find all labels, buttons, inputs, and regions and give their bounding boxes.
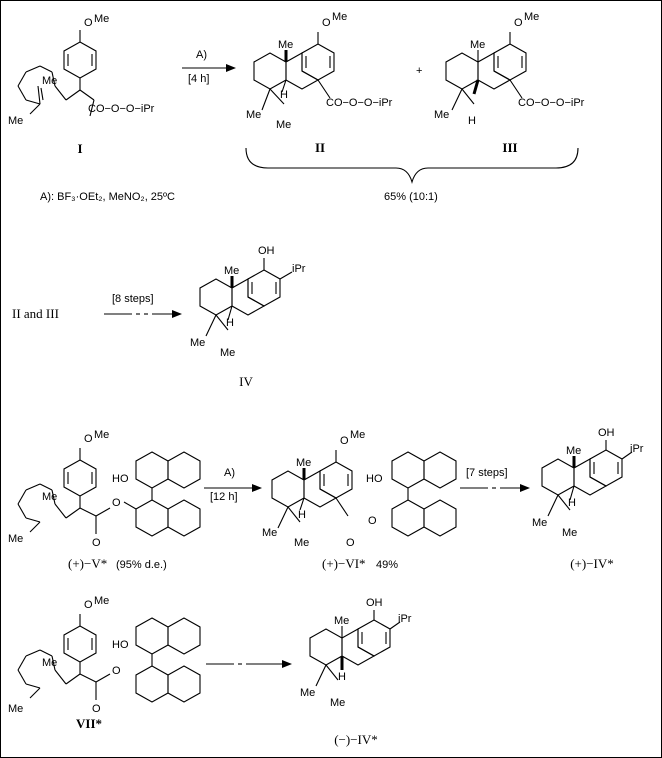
reagent-tag-1: A) — [196, 49, 207, 61]
methoxy-O: O — [340, 435, 349, 447]
methyl-label: Me — [562, 527, 577, 539]
hydrogen-label: H — [338, 671, 346, 683]
methyl-label: Me — [8, 115, 23, 127]
steps-7: [7 steps] — [466, 467, 508, 479]
compound-I-label: I — [77, 141, 82, 156]
compound-VI-yield: 49% — [376, 559, 398, 571]
hydroxy-label: HO — [112, 473, 129, 485]
methoxy-O: O — [84, 599, 93, 611]
compound-II-label: II — [315, 140, 325, 155]
compound-I — [17, 30, 97, 117]
hydrogen-label: H — [226, 317, 234, 329]
plus-sign: + — [416, 65, 422, 77]
arrow-head — [226, 64, 236, 72]
carbonyl-oxygen: O — [92, 703, 101, 715]
hydroxyl-label: OH — [366, 597, 383, 609]
methoxy-O: O — [84, 17, 93, 29]
compounds-II-III-text: II and III — [12, 306, 59, 321]
compound-III-label: III — [502, 140, 517, 155]
compound-minus-IV — [309, 610, 401, 687]
methyl-label: Me — [8, 703, 23, 715]
isopropyl-label: iPr — [292, 263, 306, 275]
methyl-label: Me — [300, 687, 315, 699]
methoxy-Me: Me — [350, 429, 365, 441]
time-1: [4 h] — [188, 73, 209, 85]
compound-III — [445, 32, 527, 111]
compound-V — [17, 448, 201, 537]
methyl-label: Me — [42, 491, 57, 503]
ester-label: CO−O−O−iPr — [88, 103, 155, 115]
methoxy-Me: Me — [94, 13, 109, 25]
hydrogen-label: H — [298, 509, 306, 521]
methyl-label: Me — [8, 533, 23, 545]
compound-VI — [271, 450, 457, 537]
methyl-label: Me — [278, 39, 293, 51]
methoxy-Me: Me — [94, 595, 109, 607]
ester-label: CO−O−O−iPr — [326, 97, 393, 109]
methyl-label: Me — [224, 265, 239, 277]
compound-VII-label: VII* — [76, 716, 102, 731]
compound-VII — [17, 614, 201, 703]
methoxy-O: O — [84, 433, 93, 445]
compound-plus-IV-label: (+)−IV* — [570, 556, 614, 571]
methoxy-O: O — [514, 17, 523, 29]
arrow-head — [520, 484, 530, 492]
methyl-label: Me — [190, 337, 205, 349]
hydrogen-label: H — [280, 89, 288, 101]
methyl-label: Me — [220, 347, 235, 359]
methyl-label: Me — [246, 109, 261, 121]
product-brace — [245, 147, 579, 184]
compound-plus-IV — [541, 440, 633, 517]
arrow-head — [282, 660, 292, 668]
compound-minus-IV-label: (−)−IV* — [334, 732, 378, 747]
hydroxyl-label: OH — [258, 245, 275, 257]
isopropyl-label: iPr — [630, 443, 644, 455]
carbonyl-oxygen: O — [346, 537, 355, 549]
compound-V-note: (95% d.e.) — [116, 559, 167, 571]
methyl-label: Me — [262, 527, 277, 539]
isopropyl-label: iPr — [398, 613, 412, 625]
hydrogen-label: H — [468, 115, 476, 127]
reagent-tag-3: A) — [224, 467, 235, 479]
methyl-label: Me — [334, 615, 349, 627]
ester-oxygen: O — [368, 515, 377, 527]
hydroxyl-label: OH — [598, 427, 615, 439]
carbonyl-oxygen: O — [92, 537, 101, 549]
hydroxy-label: HO — [112, 639, 129, 651]
ester-oxygen: O — [112, 497, 121, 509]
methyl-label: Me — [42, 75, 57, 87]
methyl-label: Me — [42, 657, 57, 669]
yield-text: 65% (10:1) — [384, 191, 438, 203]
methyl-label: Me — [532, 517, 547, 529]
compound-V-label: (+)−V* — [68, 556, 107, 571]
arrow-head — [252, 484, 262, 492]
steps-8: [8 steps] — [112, 293, 154, 305]
time-3: [12 h] — [210, 491, 238, 503]
ester-label: CO−O−O−iPr — [518, 97, 585, 109]
methyl-label: Me — [294, 537, 309, 549]
compound-VI-label: (+)−VI* — [322, 556, 366, 571]
methoxy-Me: Me — [524, 11, 539, 23]
compound-IV-label: IV — [239, 374, 253, 389]
hydroxy-label: HO — [366, 473, 383, 485]
methyl-label: Me — [276, 119, 291, 131]
methyl-label: Me — [566, 445, 581, 457]
methoxy-Me: Me — [332, 11, 347, 23]
ester-oxygen: O — [112, 665, 121, 677]
methoxy-O: O — [322, 17, 331, 29]
methyl-label: Me — [434, 109, 449, 121]
conditions-text: A): BF₃·OEt₂, MeNO₂, 25ºC — [40, 191, 175, 203]
methyl-label: Me — [330, 697, 345, 709]
compound-II — [253, 32, 335, 111]
methyl-label: Me — [296, 457, 311, 469]
hydrogen-label: H — [568, 497, 576, 509]
methoxy-Me: Me — [94, 429, 109, 441]
compound-IV — [199, 258, 293, 337]
arrow-head — [172, 310, 182, 318]
methyl-label: Me — [470, 39, 485, 51]
